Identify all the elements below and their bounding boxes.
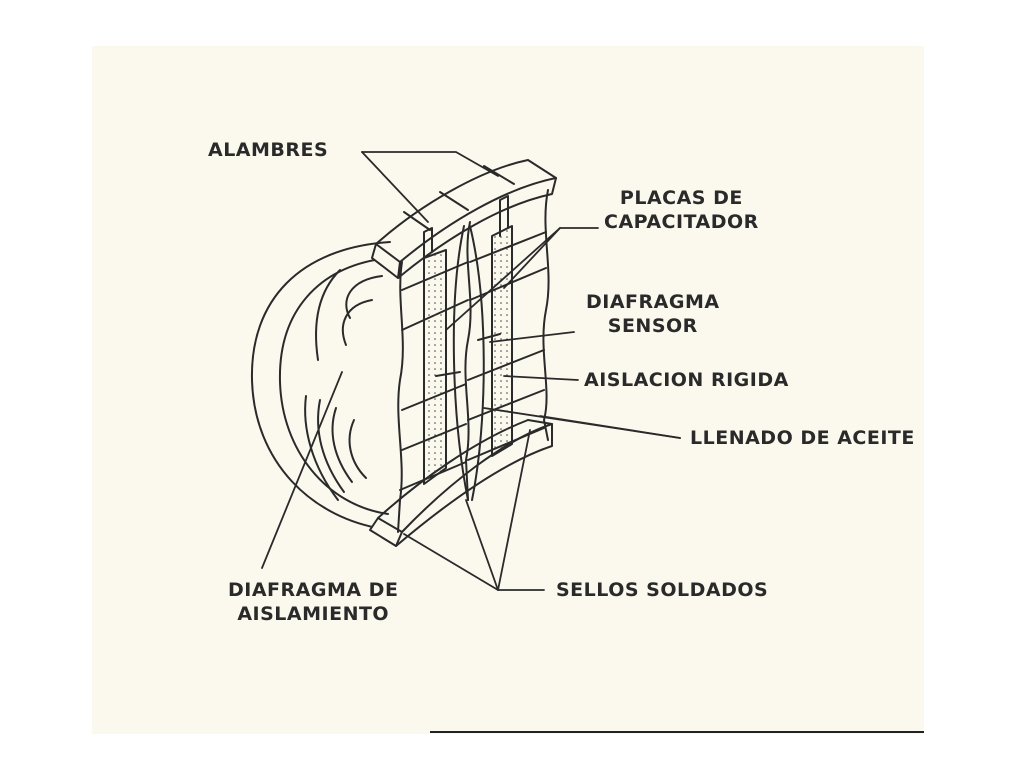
top-flange: [371, 159, 557, 279]
label-placas-line-1: PLACAS DE: [619, 187, 743, 209]
label-alambres: ALAMBRES: [208, 139, 329, 161]
leader-lines: [261, 151, 681, 591]
label-diafragma-aisl-line-2: AISLAMIENTO: [237, 603, 390, 625]
label-aislacion-rigida: AISLACION RIGIDA: [584, 369, 789, 391]
label-diafragma-sensor-line-1: DIAFRAGMA: [586, 291, 720, 313]
label-llenado-aceite: LLENADO DE ACEITE: [690, 427, 915, 449]
label-placas-capacitador: PLACAS DE CAPACITADOR: [604, 186, 759, 234]
isolation-diaphragm: [250, 241, 391, 531]
scan-edge-line: [430, 731, 924, 733]
label-diafragma-sensor-line-2: SENSOR: [607, 315, 698, 337]
rigid-insulation: [399, 231, 547, 491]
label-diafragma-aislamiento: DIAFRAGMA DE AISLAMIENTO: [228, 578, 398, 626]
label-diafragma-sensor: DIAFRAGMA SENSOR: [586, 290, 720, 338]
sensing-diaphragm: [435, 225, 501, 501]
label-sellos-soldados: SELLOS SOLDADOS: [556, 579, 769, 601]
wires: [423, 195, 509, 259]
body-walls: [397, 189, 550, 533]
label-placas-line-2: CAPACITADOR: [604, 211, 759, 233]
bottom-flange: [369, 419, 553, 547]
label-diafragma-aisl-line-1: DIAFRAGMA DE: [228, 579, 399, 601]
